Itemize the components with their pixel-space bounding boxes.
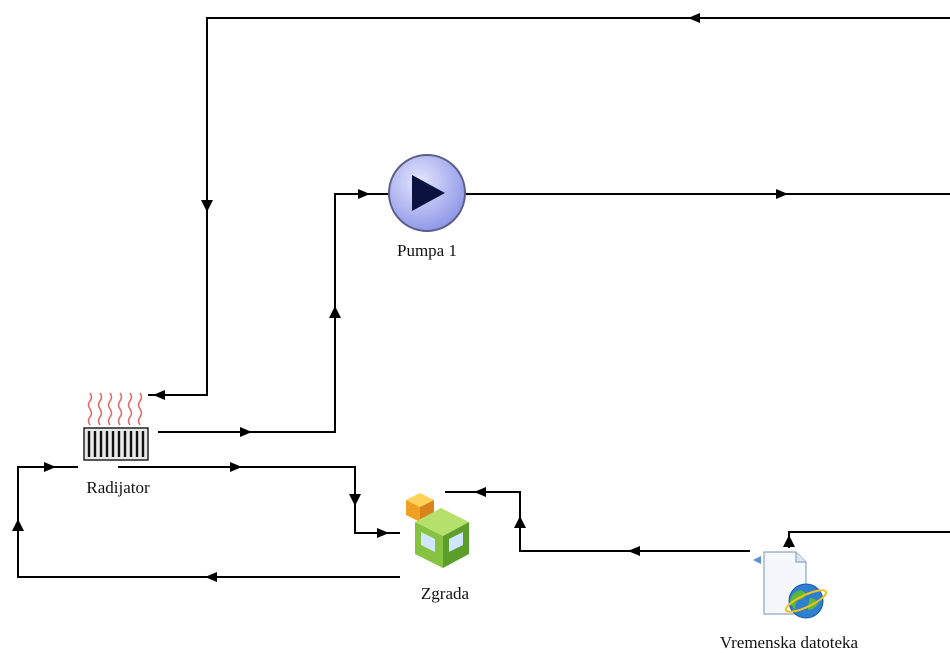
arrow-left	[205, 572, 217, 582]
arrow-right	[377, 528, 389, 538]
arrow-up	[783, 535, 795, 547]
arrow-up	[514, 516, 526, 528]
building-label: Zgrada	[421, 584, 470, 603]
building-to-radiator-wire	[17, 466, 400, 578]
arrow-left	[688, 13, 700, 23]
radiator-icon[interactable]	[83, 392, 149, 461]
radiator-label: Radijator	[86, 478, 150, 497]
weather-input-wire	[788, 531, 950, 548]
pump-icon[interactable]	[388, 154, 466, 232]
arrow-down	[201, 200, 213, 212]
weather-to-building-wire	[445, 491, 750, 552]
arrow-right	[230, 462, 242, 472]
arrow-right	[358, 189, 370, 199]
arrow-right	[240, 427, 252, 437]
arrow-left	[628, 546, 640, 556]
radiator-to-pump-wire	[158, 193, 388, 433]
building-icon[interactable]	[406, 493, 469, 568]
arrow-down	[349, 494, 361, 506]
arrow-up	[12, 519, 24, 531]
weather-file-icon[interactable]	[753, 551, 828, 619]
arrow-right	[44, 462, 56, 472]
arrow-right	[776, 189, 788, 199]
weather-file-label: Vremenska datoteka	[720, 633, 859, 652]
top-return-wire	[148, 17, 950, 396]
arrow-left	[153, 390, 165, 400]
arrow-left	[474, 487, 486, 497]
pump-label: Pumpa 1	[397, 241, 457, 260]
arrow-up	[329, 306, 341, 318]
